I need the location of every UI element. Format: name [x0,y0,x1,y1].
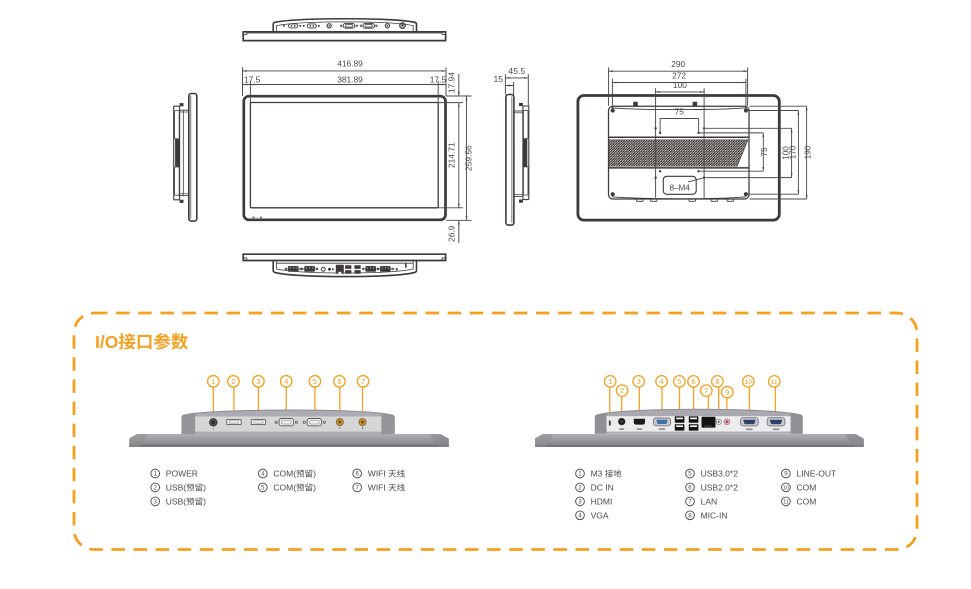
svg-text:4: 4 [578,513,582,520]
svg-text:DC IN: DC IN [591,483,614,493]
svg-text:381.89: 381.89 [337,74,363,84]
svg-text:3: 3 [256,377,260,386]
svg-text:COM: COM [797,483,817,493]
svg-text:290: 290 [671,59,685,69]
svg-text:USB2.0*2: USB2.0*2 [701,483,739,493]
svg-text:17.5: 17.5 [244,74,261,84]
svg-text:8–M4: 8–M4 [669,184,690,193]
svg-text:4: 4 [659,377,663,386]
svg-text:7: 7 [704,386,708,395]
svg-text:VGA: VGA [591,511,609,521]
svg-text:75: 75 [760,147,769,157]
svg-text:): ) [203,483,206,493]
svg-text:2: 2 [578,485,582,492]
svg-text:190: 190 [804,145,813,159]
svg-text:15: 15 [493,74,503,84]
svg-text:3: 3 [637,377,641,386]
svg-text:2: 2 [231,377,235,386]
svg-text:272: 272 [672,71,686,81]
svg-text:LINE-OUT: LINE-OUT [797,469,837,479]
svg-text:COM(: COM( [273,469,296,479]
svg-text:11: 11 [771,379,778,386]
svg-text:75: 75 [675,108,685,117]
svg-text:6: 6 [691,377,695,386]
svg-text:1: 1 [578,471,582,478]
svg-text:I/O: I/O [95,332,118,352]
svg-text:2: 2 [154,485,158,492]
svg-text:USB3.0*2: USB3.0*2 [701,469,739,479]
svg-text:17.5: 17.5 [430,74,447,84]
svg-text:9: 9 [784,471,788,478]
svg-text:259.56: 259.56 [464,145,474,171]
svg-text:5: 5 [313,377,317,386]
svg-text:2: 2 [620,386,624,395]
svg-text:4: 4 [261,471,265,478]
svg-text:45.5: 45.5 [508,66,525,76]
svg-text:COM(: COM( [273,483,296,493]
svg-text:1: 1 [608,377,612,386]
svg-text:10: 10 [783,486,789,492]
svg-text:6: 6 [337,377,341,386]
svg-text:USB(: USB( [166,497,186,507]
svg-text:WIFI: WIFI [368,483,386,493]
svg-text:100: 100 [782,146,791,160]
svg-text:8: 8 [688,513,692,520]
svg-text:4: 4 [284,377,288,386]
svg-text:LAN: LAN [701,497,718,507]
svg-text:7: 7 [361,377,365,386]
svg-text:USB(: USB( [166,483,186,493]
svg-text:5: 5 [677,377,681,386]
svg-text:11: 11 [783,500,789,506]
svg-text:214.71: 214.71 [446,142,456,168]
svg-text:7: 7 [688,499,692,506]
svg-text:416.89: 416.89 [337,59,363,69]
svg-text:): ) [313,469,316,479]
svg-text:WIFI: WIFI [368,469,386,479]
svg-text:HDMI: HDMI [591,497,613,507]
svg-text:170: 170 [789,145,798,159]
svg-text:7: 7 [356,485,360,492]
svg-text:9: 9 [725,388,729,397]
svg-text:3: 3 [578,499,582,506]
svg-text:MIC-IN: MIC-IN [701,511,728,521]
svg-text:1: 1 [154,471,158,478]
svg-text:5: 5 [688,471,692,478]
svg-text:5: 5 [261,485,265,492]
svg-text:): ) [203,497,206,507]
svg-text:100: 100 [673,80,687,90]
svg-text:): ) [313,483,316,493]
svg-text:M3: M3 [591,469,603,479]
svg-text:10: 10 [745,379,753,386]
svg-text:6: 6 [688,485,692,492]
svg-text:POWER: POWER [166,469,198,479]
svg-text:3: 3 [154,499,158,506]
svg-text:17.94: 17.94 [446,72,456,93]
svg-text:8: 8 [715,377,719,386]
svg-text:1: 1 [211,377,215,386]
svg-text:COM: COM [797,497,817,507]
svg-text:26.9: 26.9 [446,225,456,242]
svg-text:6: 6 [356,471,360,478]
